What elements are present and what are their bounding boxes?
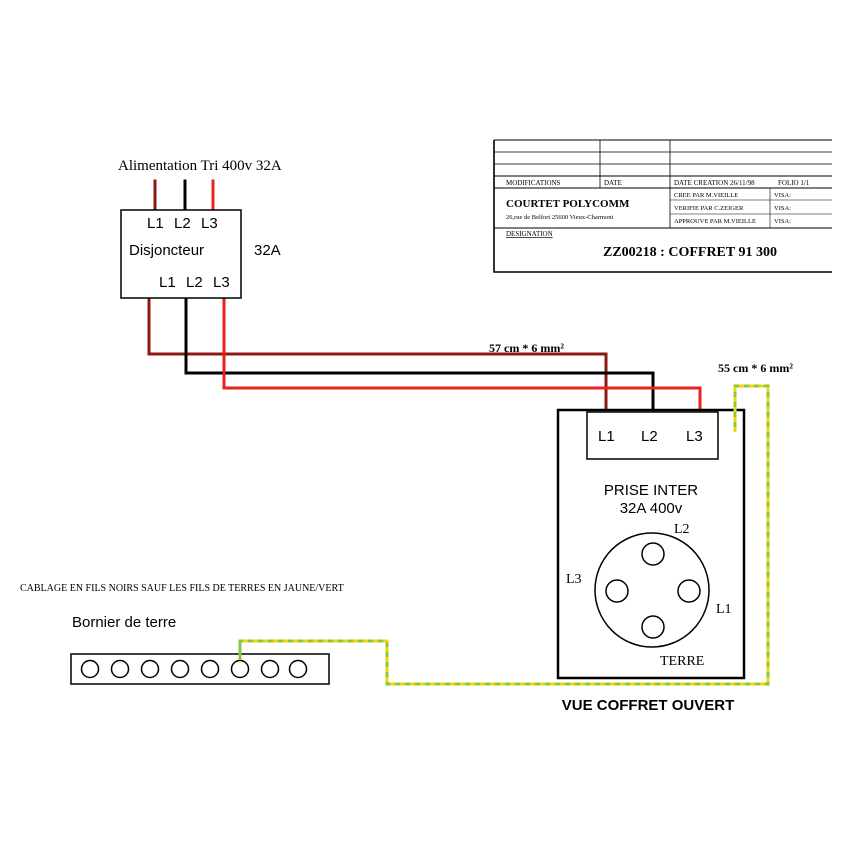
socket-terminal-l3: L3 (686, 428, 703, 445)
company-name: COURTET POLYCOMM (506, 198, 630, 210)
breaker-out-l3: L3 (213, 274, 230, 291)
earth-terminal (230, 659, 250, 679)
earth-bar-label: Bornier de terre (72, 614, 176, 631)
breaker-in-l2: L2 (174, 215, 191, 232)
earth-terminal (200, 659, 220, 679)
breaker-name: Disjoncteur (129, 242, 204, 259)
visa-2: VISA: (774, 205, 791, 212)
phase-cable-length: 57 cm * 6 mm² (489, 341, 564, 355)
breaker-rating: 32A (254, 242, 281, 259)
socket-rating: 32A 400v (620, 500, 683, 517)
breaker-out-l2: L2 (186, 274, 203, 291)
breaker-in-l1: L1 (147, 215, 164, 232)
phase-wire-l1 (147, 296, 608, 414)
socket-name: PRISE INTER (604, 482, 698, 499)
socket-pin-l2-label: L2 (674, 522, 690, 537)
visa-1: VISA: (774, 192, 791, 199)
earth-wire-stripe (238, 384, 770, 686)
socket-pin-l2 (641, 542, 665, 566)
visa-3: VISA: (774, 218, 791, 225)
phase-wire-l3 (222, 296, 702, 414)
breaker-out-l1: L1 (159, 274, 176, 291)
socket-terminal-block (586, 411, 719, 460)
earth-terminal (80, 659, 100, 679)
folio: FOLIO 1/1 (778, 179, 810, 187)
earth-terminal (110, 659, 130, 679)
phase-wire-l2 (184, 296, 655, 414)
socket-pin-earth (641, 615, 665, 639)
earth-cable-length: 55 cm * 6 mm² (718, 361, 793, 375)
wiring-note: CABLAGE EN FILS NOIRS SAUF LES FILS DE T… (20, 583, 344, 594)
modifications-label: MODIFICATIONS (506, 179, 561, 187)
socket-terminal-l1: L1 (598, 428, 615, 445)
socket-pin-earth-label: TERRE (660, 654, 704, 669)
creation-date: DATE CREATION 26/11/98 (674, 179, 755, 187)
breaker-in-l3: L3 (201, 215, 218, 232)
title-block: MODIFICATIONS DATE DATE CREATION 26/11/9… (493, 139, 832, 273)
created-by: CREE PAR M.VIEILLE (674, 192, 738, 199)
earth-terminal-bar (70, 653, 330, 685)
approved-by: APPROUVE PAR M.VIEILLE (674, 218, 756, 225)
socket-pin-l1-label: L1 (716, 602, 732, 617)
socket-pin-l3 (605, 579, 629, 603)
socket-pin-l3-label: L3 (566, 572, 582, 587)
company-address: 26,rue de Belfort 25600 Vieux-Charmont (506, 214, 613, 221)
earth-terminal (288, 659, 308, 679)
socket-terminal-l2: L2 (641, 428, 658, 445)
socket-pin-l1 (677, 579, 701, 603)
breaker-box (120, 209, 242, 299)
designation: ZZ00218 : COFFRET 91 300 (603, 245, 777, 260)
designation-label: DESIGNATION (506, 230, 553, 238)
earth-terminal (140, 659, 160, 679)
title-block-frame (493, 140, 832, 273)
earth-terminal (260, 659, 280, 679)
socket-face (594, 532, 710, 648)
verified-by: VERIFIE PAR C.ZEIGER (674, 205, 744, 212)
supply-title: Alimentation Tri 400v 32A (118, 158, 282, 174)
earth-terminal (170, 659, 190, 679)
date-label: DATE (604, 179, 622, 187)
view-caption: VUE COFFRET OUVERT (562, 697, 735, 714)
